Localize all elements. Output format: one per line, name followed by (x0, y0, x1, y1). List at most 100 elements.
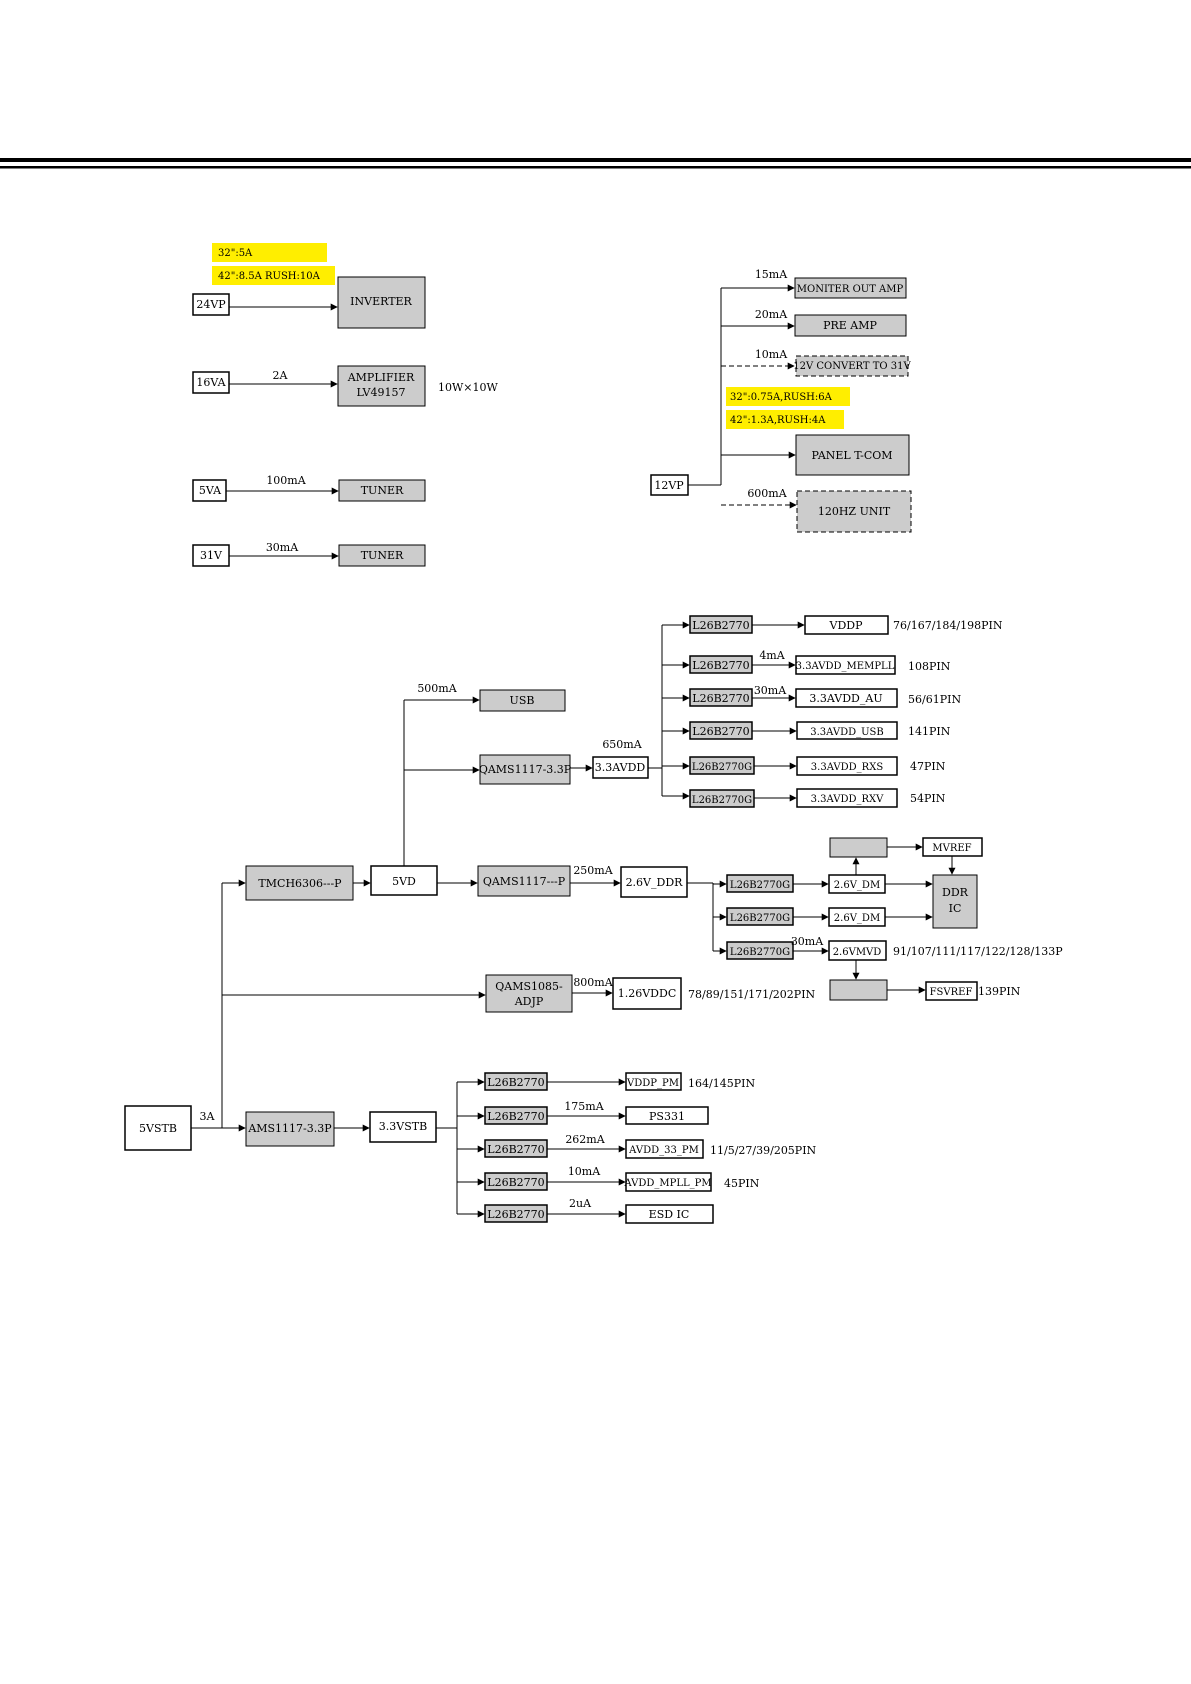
label-5vd: 5VD (392, 875, 416, 888)
box-33avdd-au (795, 688, 898, 708)
main-section: 5VSTB 3A TMCH6306---P 5VD 500mA USB QAMS… (124, 615, 1063, 1224)
box-ddr-ic (932, 874, 978, 929)
label-33avdd-mempll: 3.3AVDD_MEMPLL (796, 661, 895, 672)
box-esd-ic (625, 1204, 714, 1224)
label-26v-dm-2: 2.6V_DM (834, 913, 880, 924)
label-vddp: VDDP (829, 619, 864, 632)
label-moniter-out-amp: MONITER OUT AMP (797, 284, 904, 295)
current-3a: 3A (200, 1110, 216, 1123)
label-vddp-pm: VDDP_PM (626, 1078, 679, 1089)
label-avdd-33-pm: AVDD_33_PM (628, 1145, 699, 1156)
note-42-panel: 42":1.3A,RUSH:4A (730, 415, 826, 426)
box-fsvref (925, 981, 978, 1001)
label-26vmvd: 2.6VMVD (833, 947, 882, 958)
box-qams1117-p (477, 865, 571, 897)
label-l26b2770g-6: L26B2770G (692, 795, 752, 806)
label-33avdd: 3.3AVDD (595, 761, 646, 774)
box-33avdd-rxs (796, 756, 898, 776)
box-tuner-2 (338, 544, 426, 567)
label-5va: 5VA (199, 484, 222, 497)
note-32-panel-highlight (726, 387, 850, 406)
current-10ma-mpll: 10mA (568, 1165, 601, 1178)
box-33vstb (369, 1111, 437, 1143)
label-avdd-mpll-pm: AVDD_MPLL_PM (623, 1178, 711, 1189)
box-tuner-1 (338, 479, 426, 502)
pin-mpll-pm: 45PIN (724, 1177, 760, 1190)
pin-vddp-pm: 164/145PIN (688, 1077, 755, 1090)
label-12vp: 12VP (654, 479, 684, 492)
current-20ma: 20mA (755, 308, 788, 321)
box-avdd-33-pm (625, 1139, 704, 1159)
current-100ma: 100mA (266, 474, 306, 487)
pin-rxv: 54PIN (910, 792, 946, 805)
label-qams1117-33p: QAMS1117-3.3P (479, 763, 572, 776)
label-5vstb: 5VSTB (139, 1122, 177, 1135)
pin-avdd33pm: 11/5/27/39/205PIN (710, 1144, 817, 1157)
note-42-inverter-highlight (212, 266, 335, 285)
note-32-inverter: 32":5A (218, 248, 253, 259)
pin-mvd: 91/107/111/117/122/128/133P (893, 945, 1063, 958)
current-30ma: 30mA (266, 541, 299, 554)
current-10ma: 10mA (755, 348, 788, 361)
amplifier-power: 10W×10W (438, 381, 499, 394)
label-26v-dm-1: 2.6V_DM (834, 880, 880, 891)
label-qams1117-p: QAMS1117---P (483, 875, 566, 888)
label-33avdd-rxs: 3.3AVDD_RXS (811, 762, 884, 773)
label-l26b2770-s2: L26B2770 (487, 1110, 544, 1123)
label-l26b2770-s5: L26B2770 (487, 1208, 544, 1221)
label-24vp: 24VP (196, 298, 226, 311)
pin-vddp: 76/167/184/198PIN (893, 619, 1003, 632)
box-33avdd-usb (796, 721, 898, 740)
pin-au: 56/61PIN (908, 693, 961, 706)
label-ps331: PS331 (649, 1110, 685, 1123)
current-30ma-mvd: 30mA (791, 935, 824, 948)
label-esd-ic: ESD IC (649, 1208, 690, 1221)
label-tuner-1: TUNER (361, 484, 404, 497)
box-ams1117-33p (245, 1111, 335, 1147)
label-26v-ddr: 2.6V_DDR (626, 876, 684, 889)
label-l26b2770g-7: L26B2770G (730, 880, 790, 891)
box-panel-t-com (795, 434, 910, 476)
label-120hz-unit: 120HZ UNIT (818, 505, 891, 518)
label-fsvref: FSVREF (930, 987, 973, 998)
current-500ma: 500mA (417, 682, 457, 695)
label-inverter: INVERTER (350, 295, 412, 308)
label-l26b2770-s3: L26B2770 (487, 1143, 544, 1156)
pin-rxs: 47PIN (910, 760, 946, 773)
label-l26b2770-2: L26B2770 (692, 659, 749, 672)
current-15ma: 15mA (755, 268, 788, 281)
current-30ma-au: 30mA (754, 684, 787, 697)
pin-vddc: 78/89/151/171/202PIN (688, 988, 816, 1001)
box-mvref-divider (829, 837, 888, 858)
header-rule (0, 158, 1191, 169)
box-fsvref-divider (829, 979, 888, 1001)
box-24vp (192, 293, 230, 316)
label-qams1085-adjp: ADJP (514, 995, 544, 1008)
box-amplifier (337, 365, 426, 407)
note-32-inverter-highlight (212, 243, 327, 262)
label-l26b2770g-8: L26B2770G (730, 913, 790, 924)
label-l26b2770g-9: L26B2770G (730, 947, 790, 958)
label-l26b2770-4: L26B2770 (692, 725, 749, 738)
label-l26b2770-1: L26B2770 (692, 619, 749, 632)
current-4ma: 4mA (759, 649, 785, 662)
label-panel-t-com: PANEL T-COM (811, 449, 892, 462)
box-vddp-pm (625, 1072, 682, 1091)
label-amplifier-model: LV49157 (357, 386, 406, 399)
box-26vmvd (828, 940, 887, 961)
box-vddp (804, 615, 889, 635)
label-l26b2770-3: L26B2770 (692, 692, 749, 705)
label-pre-amp: PRE AMP (823, 319, 877, 332)
current-175ma: 175mA (564, 1100, 604, 1113)
label-12v-convert: 12V CONVERT TO 31V (793, 361, 911, 372)
box-33avdd-mempll (795, 655, 896, 675)
current-2ua: 2uA (569, 1197, 592, 1210)
pin-usb: 141PIN (908, 725, 951, 738)
box-120hz-unit (796, 490, 912, 533)
label-ams1117-33p: AMS1117-3.3P (247, 1122, 332, 1135)
label-31v: 31V (200, 549, 223, 562)
note-42-panel-highlight (726, 410, 844, 429)
box-moniter-out-amp (794, 277, 907, 299)
label-ic: IC (949, 902, 962, 915)
